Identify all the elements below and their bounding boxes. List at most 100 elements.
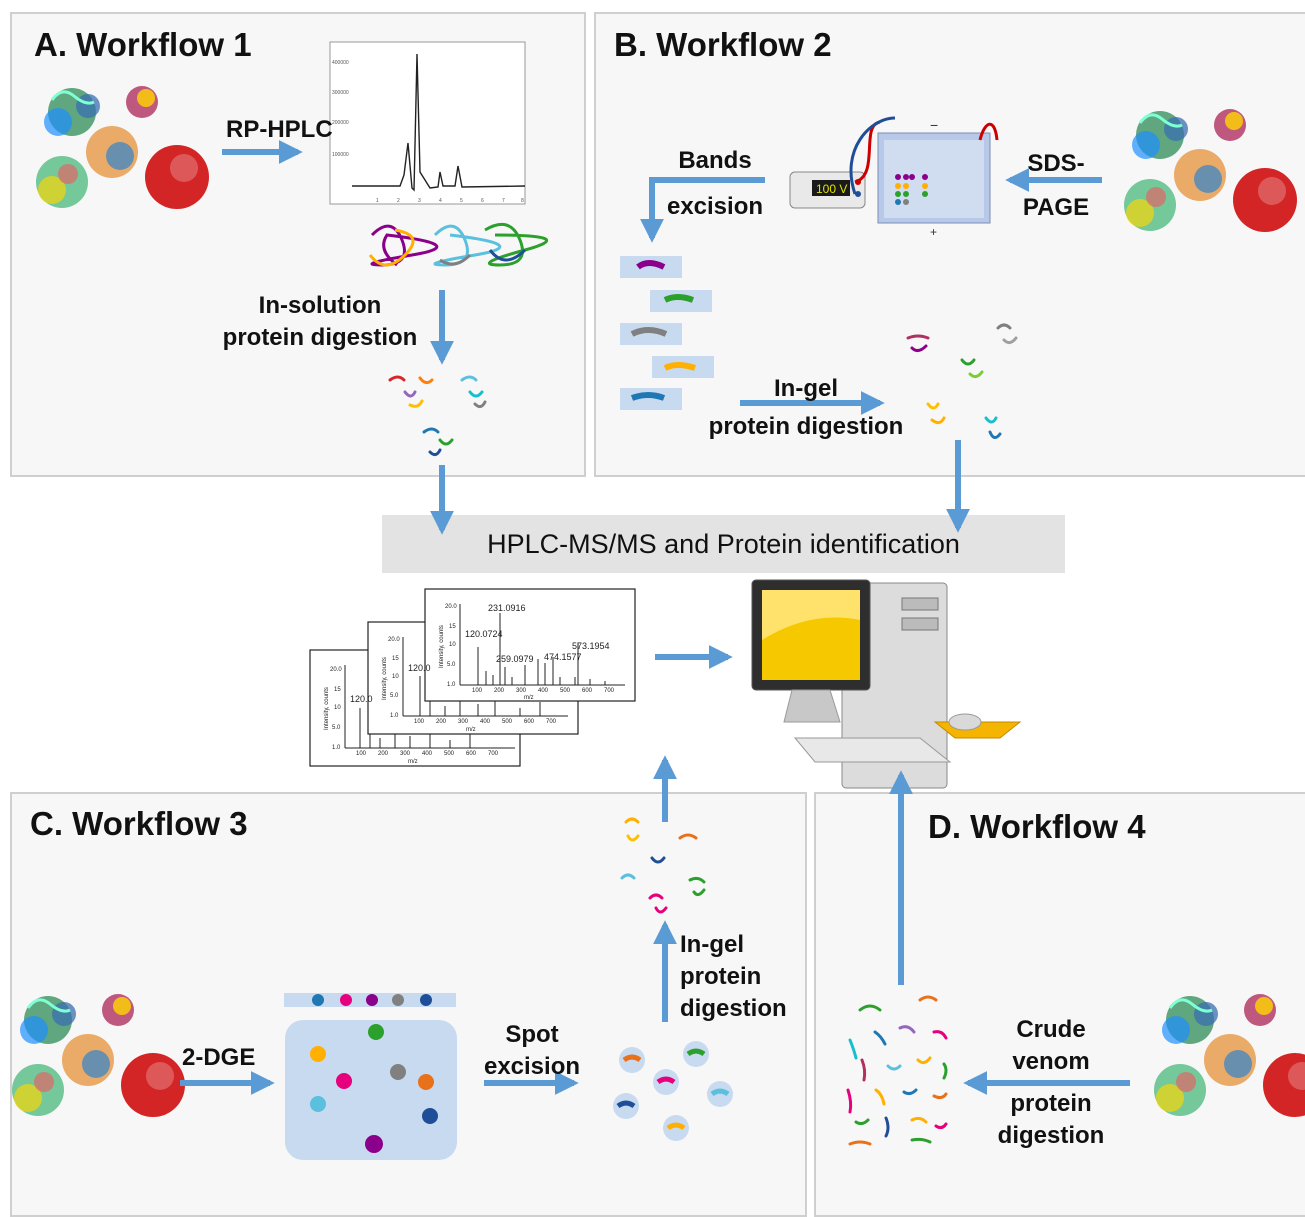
protein-structures-b xyxy=(1122,107,1299,234)
chrom-y-tick-2: 300000 xyxy=(332,90,349,96)
excised-bands xyxy=(620,256,714,410)
spectrum-back-ytick-1: 20.0 xyxy=(330,667,342,673)
spectrum-front-peak-2: 120.0724 xyxy=(465,629,503,639)
label-in-gel-c: In-gel protein digestion xyxy=(680,929,787,1025)
spectrum-back-xlabel: m/z xyxy=(408,759,418,765)
chrom-x-tick-8: 8 xyxy=(521,198,524,204)
spectrum-front-xtick-4: 400 xyxy=(538,688,549,694)
spectrum-front-peak-5: 573.1954 xyxy=(572,641,610,651)
label-crude-line-1: Crude xyxy=(1016,1016,1086,1043)
panel-workflow-4 xyxy=(814,792,1305,1217)
power-supply-display: 100 V xyxy=(816,182,847,196)
spectrum-middle-xtick-3: 300 xyxy=(458,719,469,725)
label-bands-line-1: Bands xyxy=(678,147,752,174)
chrom-y-tick-1: 400000 xyxy=(332,60,349,66)
spectrum-front-xtick-7: 700 xyxy=(604,688,615,694)
spectrum-middle-xtick-7: 700 xyxy=(546,719,557,725)
panel-workflow-2 xyxy=(594,12,1305,477)
spectrum-front-xtick-6: 600 xyxy=(582,688,593,694)
power-supply xyxy=(789,171,866,209)
peptides-d xyxy=(846,995,948,1146)
spectrum-middle-ytick-4: 5.0 xyxy=(390,693,399,699)
spectrum-front-xtick-1: 100 xyxy=(472,688,483,694)
label-crude-venom: Crude venom xyxy=(990,1014,1112,1078)
workflow-4-title: D. Workflow 4 xyxy=(928,808,1146,845)
chrom-x-tick-6: 6 xyxy=(481,198,484,204)
spectrum-front-ytick-4: 5.0 xyxy=(447,662,456,668)
chromatogram-plot xyxy=(329,41,526,205)
spectrum-back-ytick-3: 10 xyxy=(334,705,341,711)
spectrum-back-peak: 120.0 xyxy=(350,694,373,704)
2dge-gel xyxy=(284,993,457,1160)
spectrum-back-ytick-5: 1.0 xyxy=(332,745,341,751)
label-in-solution-line-2: protein digestion xyxy=(222,324,418,351)
spectrum-front-xtick-5: 500 xyxy=(560,688,571,694)
label-in-gel-b-line-2: protein digestion xyxy=(708,413,904,440)
protein-structures-d xyxy=(1152,992,1305,1119)
chrom-x-tick-3: 3 xyxy=(418,198,421,204)
hplc-msms-label: HPLC-MS/MS and Protein identification xyxy=(487,528,960,559)
spectrum-back-xtick-1: 100 xyxy=(356,751,367,757)
spectrum-middle-xtick-1: 100 xyxy=(414,719,425,725)
label-in-gel-b-line-1: In-gel xyxy=(774,375,838,402)
label-2dge: 2-DGE xyxy=(182,1044,256,1071)
label-spot-line-1: Spot xyxy=(505,1021,559,1048)
label-sds-line-2: PAGE xyxy=(1022,194,1090,221)
label-in-gel-c-line-1: In-gel xyxy=(680,931,744,958)
spectrum-middle-peak: 120.0 xyxy=(408,663,431,673)
spectrum-back-xtick-3: 300 xyxy=(400,751,411,757)
spectrum-front-text: Intensity, counts 20.0 15 10 5.0 1.0 231… xyxy=(439,603,615,701)
gel-electrophoresis-box xyxy=(849,116,999,224)
computer-icon xyxy=(751,579,1022,789)
spectrum-middle-xtick-2: 200 xyxy=(436,719,447,725)
spectrum-front-ytick-5: 1.0 xyxy=(447,682,456,688)
arrow-bands-excision xyxy=(640,177,765,243)
spectrum-front-xlabel: m/z xyxy=(524,695,534,701)
spectrum-back-text: Intensity, counts 20.0 15 10 5.0 1.0 120… xyxy=(324,667,499,765)
spectrum-middle-ytick-3: 10 xyxy=(392,674,399,680)
label-in-gel-b: In-gel protein digestion xyxy=(698,370,914,446)
spectrum-middle-xtick-6: 600 xyxy=(524,719,535,725)
spectrum-back-xtick-7: 700 xyxy=(488,751,499,757)
peptides-c xyxy=(620,817,706,914)
label-bands-line-2: excision xyxy=(666,193,764,220)
workflow-3-title: C. Workflow 3 xyxy=(30,805,248,842)
workflow-2-title: B. Workflow 2 xyxy=(614,26,832,63)
chrom-x-tick-7: 7 xyxy=(502,198,505,204)
spectrum-front-ylabel: Intensity, counts xyxy=(439,625,445,668)
label-crude-line-2: venom xyxy=(1012,1048,1090,1075)
chrom-x-tick-1: 1 xyxy=(376,198,379,204)
workflow-1-title: A. Workflow 1 xyxy=(34,26,252,63)
spectrum-front-peak-1: 231.0916 xyxy=(488,603,526,613)
label-sds-page: SDS- PAGE xyxy=(1020,142,1092,230)
chrom-y-tick-4: 100000 xyxy=(332,152,349,158)
label-sds-line-1: SDS- xyxy=(1027,150,1085,177)
unfolded-proteins xyxy=(368,222,548,267)
spectrum-back-ytick-2: 15 xyxy=(334,687,341,693)
spectrum-middle-xtick-4: 400 xyxy=(480,719,491,725)
spectrum-middle-ylabel: Intensity, counts xyxy=(382,657,388,700)
spectrum-front-ytick-2: 15 xyxy=(449,624,456,630)
spectrum-middle-ytick-5: 1.0 xyxy=(390,713,399,719)
chrom-x-tick-5: 5 xyxy=(460,198,463,204)
peptides-a xyxy=(388,375,487,457)
label-bands-excision: Bands excision xyxy=(655,138,775,230)
chrom-x-tick-4: 4 xyxy=(439,198,442,204)
spectrum-middle-xtick-5: 500 xyxy=(502,719,513,725)
spectrum-front-xtick-3: 300 xyxy=(516,688,527,694)
spectrum-front-peak-3: 259.0979 xyxy=(496,654,534,664)
label-rp-hplc: RP-HPLC xyxy=(226,116,333,143)
mass-spectrum-front xyxy=(424,588,636,702)
spectrum-back-ytick-4: 5.0 xyxy=(332,725,341,731)
spectrum-middle-ytick-2: 15 xyxy=(392,656,399,662)
spectrum-middle-xlabel: m/z xyxy=(466,727,476,733)
spectrum-front-peak-4: 474.1577 xyxy=(544,652,582,662)
label-in-gel-c-line-3: digestion xyxy=(680,995,787,1022)
label-spot-excision: Spot excision xyxy=(478,1019,586,1083)
chromatogram-axis-ticks: 400000 300000 200000 100000 1 2 3 4 5 6 … xyxy=(332,60,524,204)
label-in-solution-digestion: In-solution protein digestion xyxy=(206,290,434,354)
spectrum-middle-text: Intensity, counts 20.0 15 10 5.0 1.0 120… xyxy=(382,637,557,733)
peptides-b xyxy=(906,323,1018,439)
spectrum-back-xtick-4: 400 xyxy=(422,751,433,757)
